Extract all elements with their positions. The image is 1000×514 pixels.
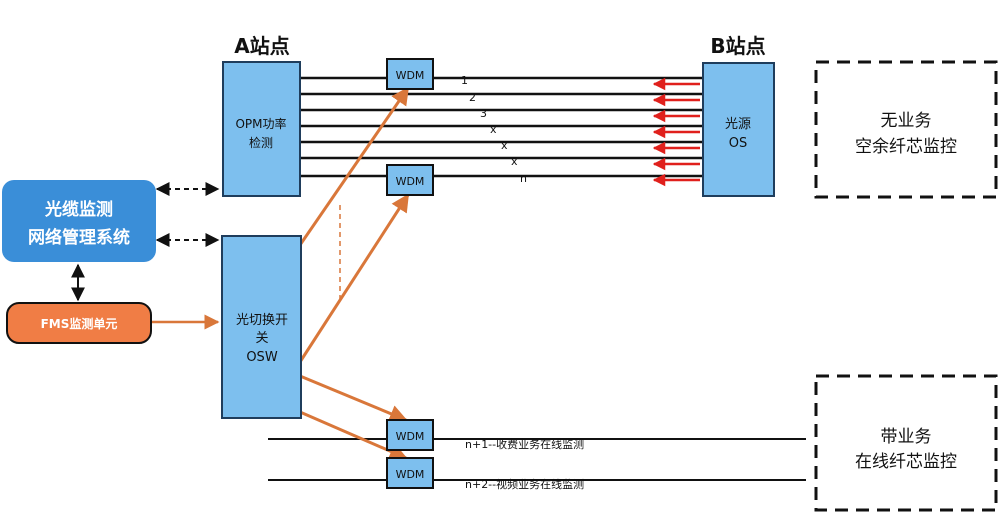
fiber-label: x — [490, 123, 497, 136]
nms-connectors — [71, 182, 220, 302]
osw-arrow-to-wdm-bottom1 — [299, 374, 408, 423]
live-zone-line1: 带业务 — [881, 427, 932, 447]
svg-text:WDM: WDM — [396, 175, 425, 188]
idle-zone-line1: 无业务 — [881, 111, 932, 131]
light-source-label-line2: OS — [729, 136, 747, 151]
osw-arrow-to-wdm-mid — [298, 193, 410, 363]
fiber-lines — [300, 76, 703, 178]
fms-box: FMS监测单元 — [6, 302, 152, 344]
fiber-label: x — [501, 139, 508, 152]
opm-label-line1: OPM功率 — [235, 116, 286, 131]
nms-label-line2: 网络管理系统 — [28, 227, 130, 248]
wdm-box: WDM — [386, 419, 434, 451]
light-source-label-line1: 光源 — [725, 117, 751, 132]
wdm-box: WDM — [386, 58, 434, 90]
svg-text:WDM: WDM — [396, 468, 425, 481]
service-line-label: n+2--视频业务在线监测 — [465, 477, 584, 491]
idle-fiber-zone: 无业务 空余纤芯监控 — [814, 60, 998, 199]
wdm-box: WDM — [386, 164, 434, 196]
fms-label: FMS监测单元 — [41, 316, 118, 331]
nms-box: 光缆监测 网络管理系统 — [2, 180, 156, 262]
site-a-title: A站点 — [234, 34, 289, 58]
opm-label-line2: 检测 — [249, 135, 273, 150]
fiber-labels: 1 2 3 x x x n — [461, 74, 527, 185]
fiber-label: 3 — [480, 107, 487, 120]
wdm-box: WDM — [386, 457, 434, 489]
svg-text:WDM: WDM — [396, 69, 425, 82]
osw-label-line3: OSW — [246, 350, 277, 365]
idle-zone-line2: 空余纤芯监控 — [855, 137, 957, 157]
service-lines — [268, 438, 806, 481]
fiber-label: n — [520, 172, 527, 185]
fiber-label: 2 — [469, 91, 476, 104]
live-zone-line2: 在线纤芯监控 — [855, 452, 957, 472]
light-source-arrows — [652, 77, 700, 187]
osw-box: 光切换开 关 OSW — [221, 235, 302, 419]
osw-label-line1: 光切换开 — [236, 313, 288, 328]
osw-arrow-to-wdm-top — [298, 86, 410, 246]
osw-label-line2: 关 — [255, 331, 268, 346]
nms-label-line1: 光缆监测 — [44, 199, 113, 220]
light-source-box: 光源 OS — [702, 62, 775, 197]
service-line-label: n+1--收费业务在线监测 — [465, 437, 584, 451]
fiber-label: 1 — [461, 74, 468, 87]
opm-box: OPM功率 检测 — [222, 61, 301, 197]
osw-arrows — [298, 86, 410, 460]
svg-text:WDM: WDM — [396, 430, 425, 443]
fiber-label: x — [511, 155, 518, 168]
live-fiber-zone: 带业务 在线纤芯监控 — [814, 374, 998, 512]
site-b-title: B站点 — [710, 34, 765, 58]
